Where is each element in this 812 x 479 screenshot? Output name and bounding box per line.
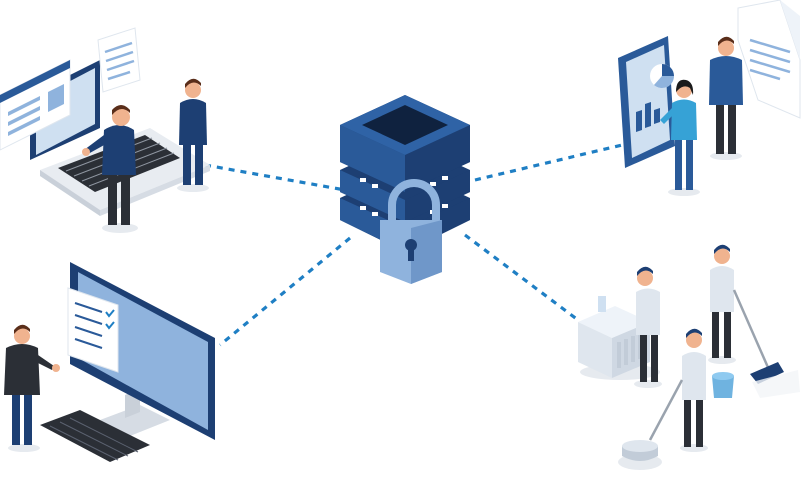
person-man-icon [709, 36, 743, 160]
connector-lines [204, 143, 623, 347]
person-mop-icon [708, 244, 800, 398]
person-desktop-icon [4, 324, 60, 452]
person-cleaner-cart-icon [634, 266, 662, 388]
person-woman-icon [660, 79, 700, 196]
monitor-icon [40, 262, 215, 462]
person-presenter-icon [82, 105, 138, 233]
connector-desktop [218, 236, 352, 347]
connector-cleaning [464, 233, 579, 322]
person-polisher-icon [618, 328, 708, 470]
connector-laptop [204, 163, 346, 192]
person-standing-icon [177, 78, 209, 192]
tablet-chart-icon [618, 0, 801, 168]
server-lock-icon [340, 95, 470, 335]
connector-tablet [474, 143, 623, 182]
